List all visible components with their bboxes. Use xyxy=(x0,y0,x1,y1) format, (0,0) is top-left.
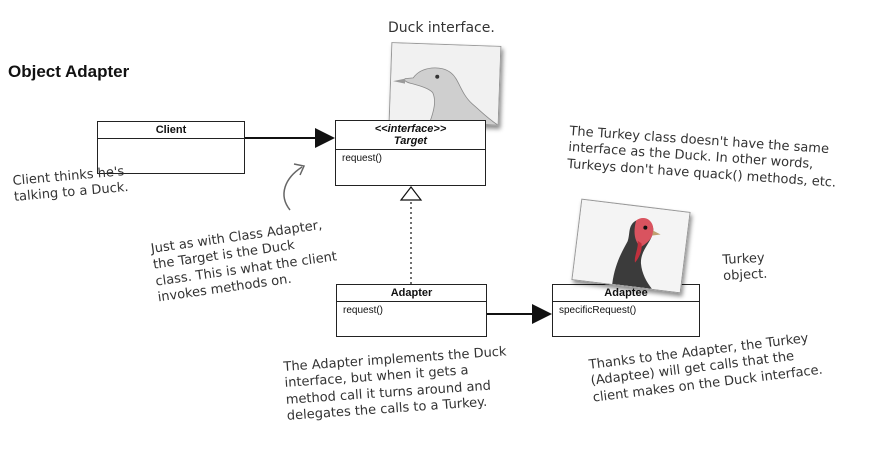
duck-image xyxy=(389,43,501,126)
target-class-name: Target xyxy=(393,135,428,147)
duck-photo xyxy=(388,42,502,126)
client-class-name: Client xyxy=(98,122,244,139)
realization-triangle xyxy=(399,186,423,201)
diagram-title: Object Adapter xyxy=(8,62,130,81)
duck-interface-note: Duck interface. xyxy=(388,20,495,36)
target-method: request() xyxy=(342,153,383,164)
client-class: Client xyxy=(97,121,245,174)
turkey-object-note: Turkey object. xyxy=(722,250,768,285)
turkey-photo xyxy=(571,198,691,294)
target-note-pointer-head xyxy=(293,163,306,176)
target-note-pointer xyxy=(283,166,303,211)
adapter-class-name: Adapter xyxy=(337,285,486,302)
target-header: <<interface>> Target xyxy=(336,121,485,150)
target-stereotype: <<interface>> xyxy=(374,123,447,135)
adapter-method: request() xyxy=(343,305,384,316)
target-interface: <<interface>> Target request() xyxy=(335,120,486,186)
adaptee-method: specificRequest() xyxy=(559,305,637,316)
turkey-image xyxy=(572,199,690,293)
adapter-class: Adapter request() xyxy=(336,284,487,337)
